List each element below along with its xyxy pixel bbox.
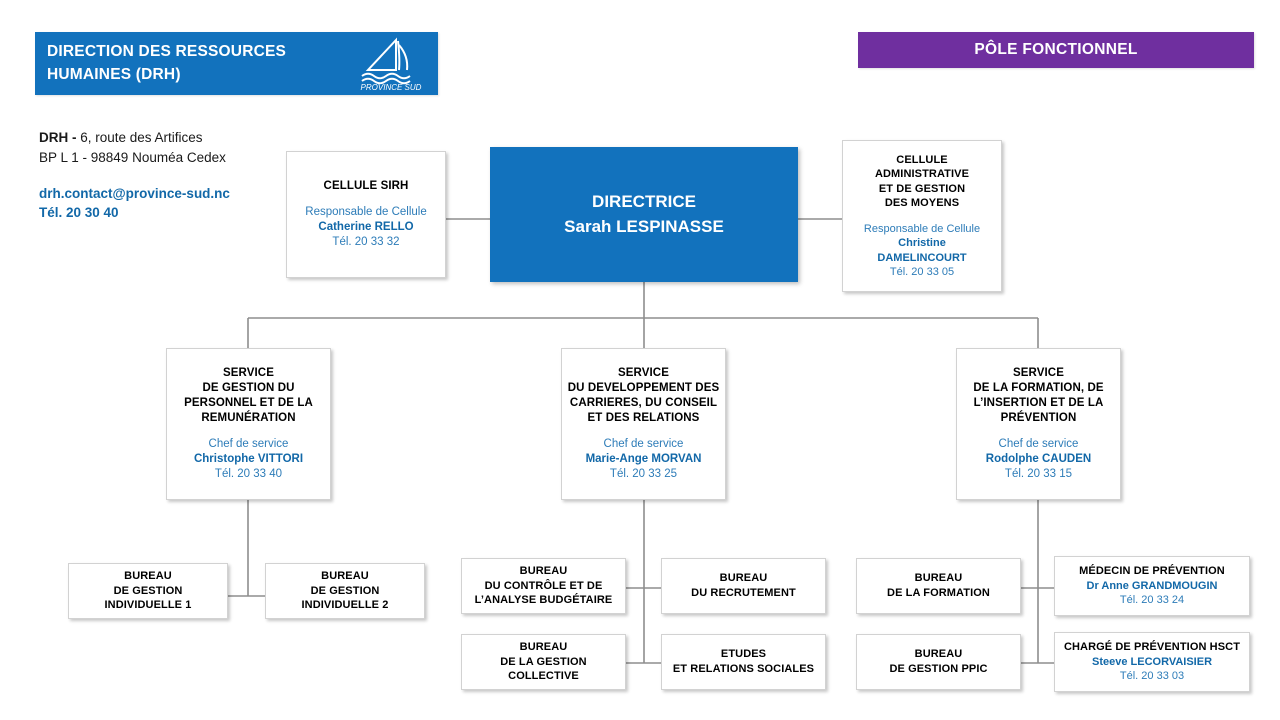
node-phone: Tél. 20 33 03 (1119, 670, 1185, 683)
node-title: CELLULE SIRH (323, 180, 409, 192)
node-title-line2: DU DEVELOPPEMENT DES (567, 381, 720, 394)
node-title-line3: L’INSERTION ET DE LA (973, 397, 1104, 410)
node-person: Marie-Ange MORVAN (585, 453, 702, 466)
contact-details: drh.contact@province-sud.nc Tél. 20 30 4… (39, 184, 329, 222)
node-title-line3: INDIVIDUELLE 2 (301, 599, 389, 612)
node-phone: Tél. 20 33 05 (889, 265, 955, 278)
node-title: CHARGÉ DE PRÉVENTION HSCT (1063, 641, 1241, 654)
node-title-line1: ETUDES (720, 648, 767, 661)
node-medecin-prevention[interactable]: MÉDECIN DE PRÉVENTION Dr Anne GRANDMOUGI… (1054, 556, 1250, 616)
node-service-developpement-carrieres[interactable]: SERVICE DU DEVELOPPEMENT DES CARRIERES, … (561, 348, 726, 500)
node-title-line1: BUREAU (719, 572, 768, 585)
node-title-line1: BUREAU (519, 565, 568, 578)
node-title-line3: INDIVIDUELLE 1 (104, 599, 192, 612)
node-person: Catherine RELLO (318, 221, 414, 234)
node-etudes-relations-sociales[interactable]: ETUDES ET RELATIONS SOCIALES (661, 634, 826, 690)
node-title-line2: DU CONTRÔLE ET DE (484, 579, 603, 592)
pole-fonctionnel-banner: PÔLE FONCTIONNEL (858, 32, 1254, 68)
node-service-formation-insertion-prevention[interactable]: SERVICE DE LA FORMATION, DE L’INSERTION … (956, 348, 1121, 500)
contact-block: DRH - 6, route des Artifices BP L 1 - 98… (39, 128, 329, 222)
address-prefix: DRH - (39, 130, 77, 145)
page-title-line2: HUMAINES (DRH) (47, 65, 181, 83)
node-title-line4: ET DES RELATIONS (587, 412, 700, 425)
node-phone: Tél. 20 33 25 (609, 468, 678, 481)
node-title-line2: ADMINISTRATIVE (874, 168, 970, 181)
node-title-line2: DU RECRUTEMENT (691, 587, 796, 599)
node-title: MÉDECIN DE PRÉVENTION (1079, 565, 1225, 578)
sailboat-waves-icon: PROVINCE SUD (361, 36, 422, 92)
node-title-line1: BUREAU (321, 570, 369, 583)
node-title-line4: DES MOYENS (884, 197, 960, 210)
node-title-line3: L’ANALYSE BUDGÉTAIRE (474, 594, 613, 607)
node-person: Rodolphe CAUDEN (985, 453, 1092, 466)
address-street: 6, route des Artifices (76, 130, 203, 145)
node-phone: Tél. 20 33 24 (1119, 594, 1185, 607)
node-service-gestion-personnel[interactable]: SERVICE DE GESTION DU PERSONNEL ET DE LA… (166, 348, 331, 500)
node-title-line3: ET DE GESTION (878, 182, 966, 195)
address-line-2: BP L 1 - 98849 Nouméa Cedex (39, 149, 226, 165)
phone-number: Tél. 20 30 40 (39, 205, 119, 221)
node-title-line2: DE LA GESTION (500, 655, 587, 668)
node-cellule-administrative[interactable]: CELLULE ADMINISTRATIVE ET DE GESTION DES… (842, 140, 1002, 292)
node-person: Steeve LECORVAISIER (1091, 655, 1213, 668)
node-phone: Tél. 20 33 40 (214, 468, 283, 481)
node-title-line4: PRÉVENTION (1000, 412, 1077, 425)
node-phone: Tél. 20 33 15 (1004, 468, 1073, 481)
node-bureau-gestion-collective[interactable]: BUREAU DE LA GESTION COLLECTIVE (461, 634, 626, 690)
page-title-line1: DIRECTION DES RESSOURCES (47, 43, 287, 61)
address-line-1: DRH - 6, route des Artifices (39, 128, 329, 148)
node-title-line1: SERVICE (223, 366, 274, 379)
node-role: Chef de service (208, 438, 289, 451)
province-sud-logo: PROVINCE SUD (348, 34, 438, 94)
node-person-line2: DAMELINCOURT (877, 251, 967, 264)
node-title-line3: PERSONNEL ET DE LA (184, 397, 313, 410)
node-title-line2: DE GESTION PPIC (889, 663, 988, 675)
header-banner: DIRECTION DES RESSOURCES HUMAINES (DRH) … (35, 32, 438, 95)
node-title-line2: DE LA FORMATION, DE (973, 381, 1104, 394)
node-bureau-controle-analyse-budgetaire[interactable]: BUREAU DU CONTRÔLE ET DE L’ANALYSE BUDGÉ… (461, 558, 626, 614)
node-title-line2: DE GESTION (310, 584, 380, 597)
node-title-line2: DE GESTION (113, 584, 183, 597)
node-cellule-sirh[interactable]: CELLULE SIRH Responsable de Cellule Cath… (286, 151, 446, 278)
node-phone: Tél. 20 33 32 (332, 236, 400, 249)
logo-caption: PROVINCE SUD (361, 83, 422, 92)
node-bureau-formation[interactable]: BUREAU DE LA FORMATION (856, 558, 1021, 614)
node-title-line2: DE GESTION DU (202, 381, 295, 394)
node-title-line1: CELLULE (896, 153, 948, 166)
node-title: DIRECTRICE (592, 191, 696, 211)
node-bureau-recrutement[interactable]: BUREAU DU RECRUTEMENT (661, 558, 826, 614)
node-person: Dr Anne GRANDMOUGIN (1086, 579, 1218, 592)
node-role: Chef de service (998, 438, 1079, 451)
node-title-line2: ET RELATIONS SOCIALES (672, 663, 815, 675)
node-title-line1: BUREAU (519, 641, 568, 654)
node-bureau-gestion-individuelle-1[interactable]: BUREAU DE GESTION INDIVIDUELLE 1 (68, 563, 228, 619)
node-person: Sarah LESPINASSE (564, 216, 724, 236)
node-role: Responsable de Cellule (863, 222, 981, 235)
node-title-line3: CARRIERES, DU CONSEIL (569, 397, 718, 410)
node-title-line1: BUREAU (124, 570, 172, 583)
node-person: Christophe VITTORI (193, 453, 304, 466)
node-title-line1: BUREAU (914, 648, 963, 661)
node-title-line2: DE LA FORMATION (887, 587, 990, 599)
node-title-line4: REMUNÉRATION (201, 412, 296, 425)
node-title-line1: SERVICE (618, 366, 669, 379)
node-title-line3: COLLECTIVE (508, 670, 579, 683)
node-title-line1: BUREAU (914, 572, 963, 585)
node-bureau-gestion-ppic[interactable]: BUREAU DE GESTION PPIC (856, 634, 1021, 690)
node-person-line1: Christine (898, 237, 946, 250)
node-role: Chef de service (603, 438, 684, 451)
node-bureau-gestion-individuelle-2[interactable]: BUREAU DE GESTION INDIVIDUELLE 2 (265, 563, 425, 619)
node-charge-prevention-hsct[interactable]: CHARGÉ DE PRÉVENTION HSCT Steeve LECORVA… (1054, 632, 1250, 692)
node-directrice[interactable]: DIRECTRICE Sarah LESPINASSE (490, 147, 798, 282)
node-title-line1: SERVICE (1013, 366, 1064, 379)
page-title: DIRECTION DES RESSOURCES HUMAINES (DRH) (35, 41, 348, 86)
pole-label: PÔLE FONCTIONNEL (974, 41, 1138, 58)
email-link[interactable]: drh.contact@province-sud.nc (39, 186, 230, 202)
node-role: Responsable de Cellule (305, 206, 427, 219)
